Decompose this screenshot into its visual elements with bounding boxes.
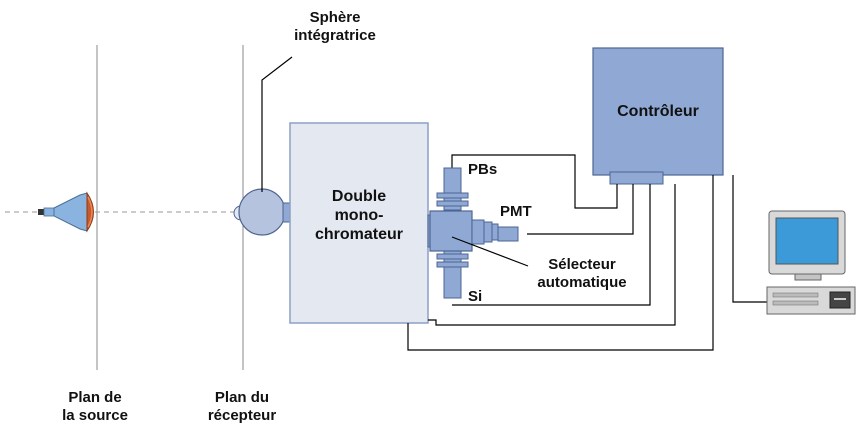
receptor-plane-label: Plan du récepteur	[192, 389, 292, 424]
sphere-label-line-1: Sphère	[309, 9, 361, 26]
controller-box	[592, 47, 724, 176]
selector-label: Sélecteur automatique	[532, 256, 632, 291]
sphere-label: Sphère intégratrice	[285, 9, 385, 44]
monochromator-label-line-1: Double	[331, 188, 387, 205]
source-plane-label: Plan de la source	[50, 389, 140, 424]
sphere-label-line-2: intégratrice	[294, 26, 376, 44]
selector-label-line-1: Sélecteur	[548, 256, 616, 273]
wires	[407, 154, 767, 351]
receptor-plane-label-line-2: récepteur	[207, 406, 277, 424]
monochromator-label: Double mono- chromateur	[290, 188, 428, 245]
lamp-icon	[38, 191, 94, 233]
monochromator-label-line-3: chromateur	[314, 225, 404, 243]
computer-icon	[766, 210, 856, 315]
source-plane-label-line-1: Plan de	[68, 389, 122, 406]
sphere-leader-line	[261, 56, 293, 192]
controller-connector	[609, 171, 664, 185]
pmt-label: PMT	[500, 203, 532, 220]
monochromator-label-line-2: mono-	[334, 206, 384, 224]
si-label: Si	[468, 288, 483, 305]
source-plane-label-line-2: la source	[62, 406, 128, 424]
controller-label: Contrôleur	[617, 103, 699, 120]
integrating-sphere	[233, 188, 292, 236]
selector-leader-line	[451, 236, 529, 267]
detector-assembly	[427, 167, 519, 299]
receptor-plane-label-line-1: Plan du	[214, 389, 270, 406]
double-monochromator	[289, 122, 429, 324]
selector-label-line-2: automatique	[537, 273, 627, 291]
pbs-label: PBs	[468, 161, 498, 178]
